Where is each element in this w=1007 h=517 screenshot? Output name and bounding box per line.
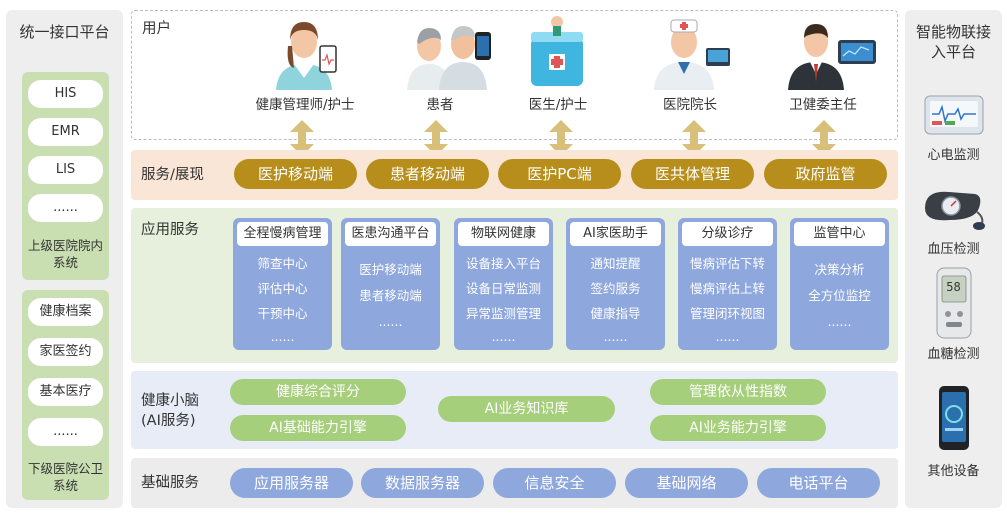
card-header: 分级诊疗 [682, 222, 773, 246]
card-item: 签约服务 [590, 281, 641, 296]
chronic-disease-card[interactable]: 全程慢病管理 筛查中心 评估中心 干预中心 ...... [233, 218, 332, 350]
card-item: ...... [715, 329, 740, 344]
display-title: 服务/展现 [141, 167, 204, 183]
tiered-diagnosis-card[interactable]: 分级诊疗 慢病评估下转 慢病评估上转 管理闭环视图 ...... [678, 218, 777, 350]
double-arrow-icon [810, 120, 838, 160]
doctor-patient-communication-card[interactable]: 医患沟通平台 医护移动端 患者移动端 ...... [341, 218, 440, 350]
card-item: 设备接入平台 [465, 256, 541, 271]
supervision-center-card[interactable]: 监管中心 决策分析 全方位监控 ...... [790, 218, 889, 350]
card-item: ...... [270, 329, 295, 344]
ai-knowledge-base-pill[interactable]: AI业务知识库 [438, 396, 615, 422]
glucose-reading: 58 [946, 280, 961, 294]
patient-icon [405, 18, 495, 90]
upper-more-item[interactable]: ...... [28, 194, 103, 222]
iot-health-card[interactable]: 物联网健康 设备接入平台 设备日常监测 异常监测管理 ...... [454, 218, 553, 350]
doctor-nurse-icon [525, 12, 589, 92]
card-header: 全程慢病管理 [237, 222, 328, 246]
hospital-director-label: 医院院长 [663, 97, 717, 113]
compliance-index-pill[interactable]: 管理依从性指数 [650, 379, 826, 405]
basic-medical-item[interactable]: 基本医疗 [28, 378, 103, 406]
card-item: 筛查中心 [257, 256, 308, 271]
app-services-title: 应用服务 [141, 222, 199, 238]
card-item: 医护移动端 [359, 262, 422, 277]
patient-mobile-button[interactable]: 患者移动端 [366, 159, 489, 189]
medical-alliance-button[interactable]: 医共体管理 [631, 159, 754, 189]
double-arrow-icon [680, 120, 708, 160]
card-item: ...... [491, 329, 516, 344]
health-score-pill[interactable]: 健康综合评分 [230, 379, 406, 405]
users-title: 用户 [142, 21, 171, 37]
card-header: 物联网健康 [458, 222, 549, 246]
card-item: 干预中心 [257, 306, 308, 321]
upper-hospital-note: 上级医院院内系统 [28, 238, 104, 270]
smartphone-icon [933, 384, 975, 454]
ecg-monitor-icon [923, 90, 985, 140]
phone-platform-pill[interactable]: 电话平台 [757, 468, 880, 498]
health-record-item[interactable]: 健康档案 [28, 298, 103, 326]
blood-pressure-label: 血压检测 [927, 242, 980, 257]
base-services-title: 基础服务 [141, 475, 199, 491]
card-item: 慢病评估上转 [689, 281, 765, 296]
ai-brain-title-line1: 健康小脑 [141, 393, 199, 409]
card-header: AI家医助手 [570, 222, 661, 246]
health-commission-director-label: 卫健委主任 [789, 97, 857, 113]
medical-mobile-button[interactable]: 医护移动端 [234, 159, 357, 189]
base-network-pill[interactable]: 基础网络 [625, 468, 748, 498]
lower-hospital-group: 健康档案 家医签约 基本医疗 ...... 下级医院公卫系统 [22, 290, 109, 500]
lis-item[interactable]: LIS [28, 156, 103, 184]
double-arrow-icon [288, 120, 316, 160]
unified-interface-platform-panel: 统一接口平台 HIS EMR LIS ...... 上级医院院内系统 健康档案 … [6, 10, 123, 508]
card-item: 慢病评估下转 [689, 256, 765, 271]
blood-pressure-icon [919, 182, 989, 232]
card-item: 管理闭环视图 [689, 306, 765, 321]
card-header: 医患沟通平台 [345, 222, 436, 246]
double-arrow-icon [547, 120, 575, 160]
users-band: 用户 [131, 10, 898, 140]
card-item: ...... [827, 314, 852, 329]
ai-business-engine-pill[interactable]: AI业务能力引擎 [650, 415, 826, 441]
card-header: 监管中心 [794, 222, 885, 246]
card-item: 患者移动端 [359, 288, 422, 303]
card-item: ...... [603, 329, 628, 344]
his-item[interactable]: HIS [28, 80, 103, 108]
medical-pc-button[interactable]: 医护PC端 [498, 159, 621, 189]
data-server-pill[interactable]: 数据服务器 [361, 468, 484, 498]
glucose-meter-label: 血糖检测 [927, 347, 980, 362]
upper-hospital-group: HIS EMR LIS ...... 上级医院院内系统 [22, 72, 109, 280]
card-item: ...... [378, 314, 403, 329]
glucose-meter-icon: 58 [934, 266, 974, 341]
doctor-nurse-label: 医生/护士 [528, 97, 588, 113]
card-item: 设备日常监测 [465, 281, 541, 296]
card-item: 健康指导 [590, 306, 641, 321]
card-item: 通知提醒 [590, 256, 641, 271]
patient-label: 患者 [426, 97, 454, 113]
emr-item[interactable]: EMR [28, 118, 103, 146]
ai-family-doctor-card[interactable]: AI家医助手 通知提醒 签约服务 健康指导 ...... [566, 218, 665, 350]
card-item: 全方位监控 [808, 288, 871, 303]
information-security-pill[interactable]: 信息安全 [493, 468, 616, 498]
lower-more-item[interactable]: ...... [28, 418, 103, 446]
card-item: 决策分析 [814, 262, 865, 277]
right-panel-title: 智能物联接入平台 [915, 23, 991, 61]
health-manager-nurse-icon [270, 16, 340, 90]
card-item: 异常监测管理 [465, 306, 541, 321]
government-supervision-button[interactable]: 政府监管 [764, 159, 887, 189]
left-panel-title: 统一接口平台 [19, 23, 110, 41]
ai-basic-engine-pill[interactable]: AI基础能力引擎 [230, 415, 406, 441]
ai-brain-title-line2: (AI服务) [141, 413, 196, 429]
family-doctor-sign-item[interactable]: 家医签约 [28, 338, 103, 366]
hospital-director-icon [652, 14, 732, 90]
iot-access-platform-panel: 智能物联接入平台 心电监测 血压检测 58 血糖检 [905, 10, 1002, 508]
health-manager-nurse-label: 健康管理师/护士 [255, 97, 355, 113]
double-arrow-icon [422, 120, 450, 160]
health-commission-director-icon [786, 16, 878, 90]
lower-hospital-note: 下级医院公卫系统 [28, 461, 104, 493]
ecg-monitor-label: 心电监测 [927, 148, 980, 163]
app-server-pill[interactable]: 应用服务器 [230, 468, 353, 498]
card-item: 评估中心 [257, 281, 308, 296]
other-devices-label: 其他设备 [927, 464, 980, 479]
